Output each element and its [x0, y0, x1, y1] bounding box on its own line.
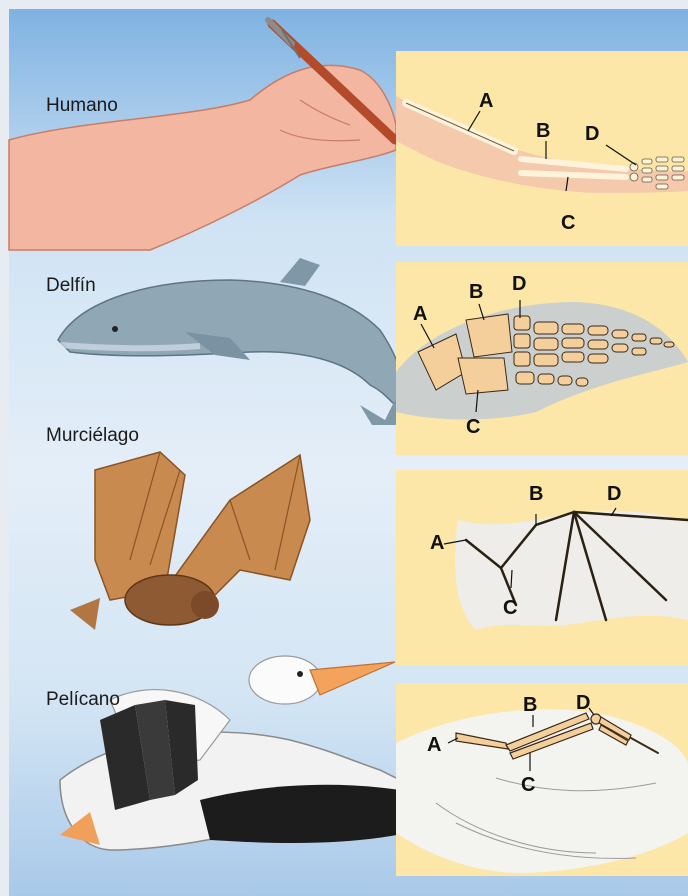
label-pelican: Pelícano: [46, 689, 120, 711]
bat-wing-bones-panel: A B C D: [396, 470, 688, 665]
human-label-c: C: [561, 213, 575, 233]
pelican-wing-bones: [396, 683, 688, 876]
human-label-a: A: [479, 91, 493, 111]
dolphin-illustration: [58, 258, 420, 425]
dolphin-flipper-bones-panel: A B C D: [396, 262, 688, 455]
human-label-d: D: [585, 124, 599, 144]
bat-illustration: [70, 452, 310, 630]
bat-label-a: A: [430, 533, 444, 553]
bat-label-d: D: [607, 484, 621, 504]
human-arm-bones: [396, 51, 688, 246]
pelican-illustration: [60, 656, 430, 850]
dolphin-label-a: A: [413, 304, 427, 324]
pelican-wing-bones-panel: A B C D: [396, 683, 688, 876]
bat-label-b: B: [529, 484, 543, 504]
label-bat: Murciélago: [46, 425, 139, 447]
human-hand-illustration: [9, 20, 396, 250]
pelican-label-b: B: [523, 695, 537, 715]
bat-label-c: C: [503, 598, 517, 618]
dolphin-label-c: C: [466, 417, 480, 437]
human-label-b: B: [536, 121, 550, 141]
dolphin-label-b: B: [469, 282, 483, 302]
label-dolphin: Delfín: [46, 275, 96, 297]
label-human: Humano: [46, 95, 118, 117]
human-arm-bones-panel: A B C D: [396, 51, 688, 246]
dolphin-flipper-bones: [396, 262, 688, 455]
dolphin-label-d: D: [512, 274, 526, 294]
pelican-label-d: D: [576, 693, 590, 713]
pelican-label-c: C: [521, 775, 535, 795]
pelican-label-a: A: [427, 735, 441, 755]
